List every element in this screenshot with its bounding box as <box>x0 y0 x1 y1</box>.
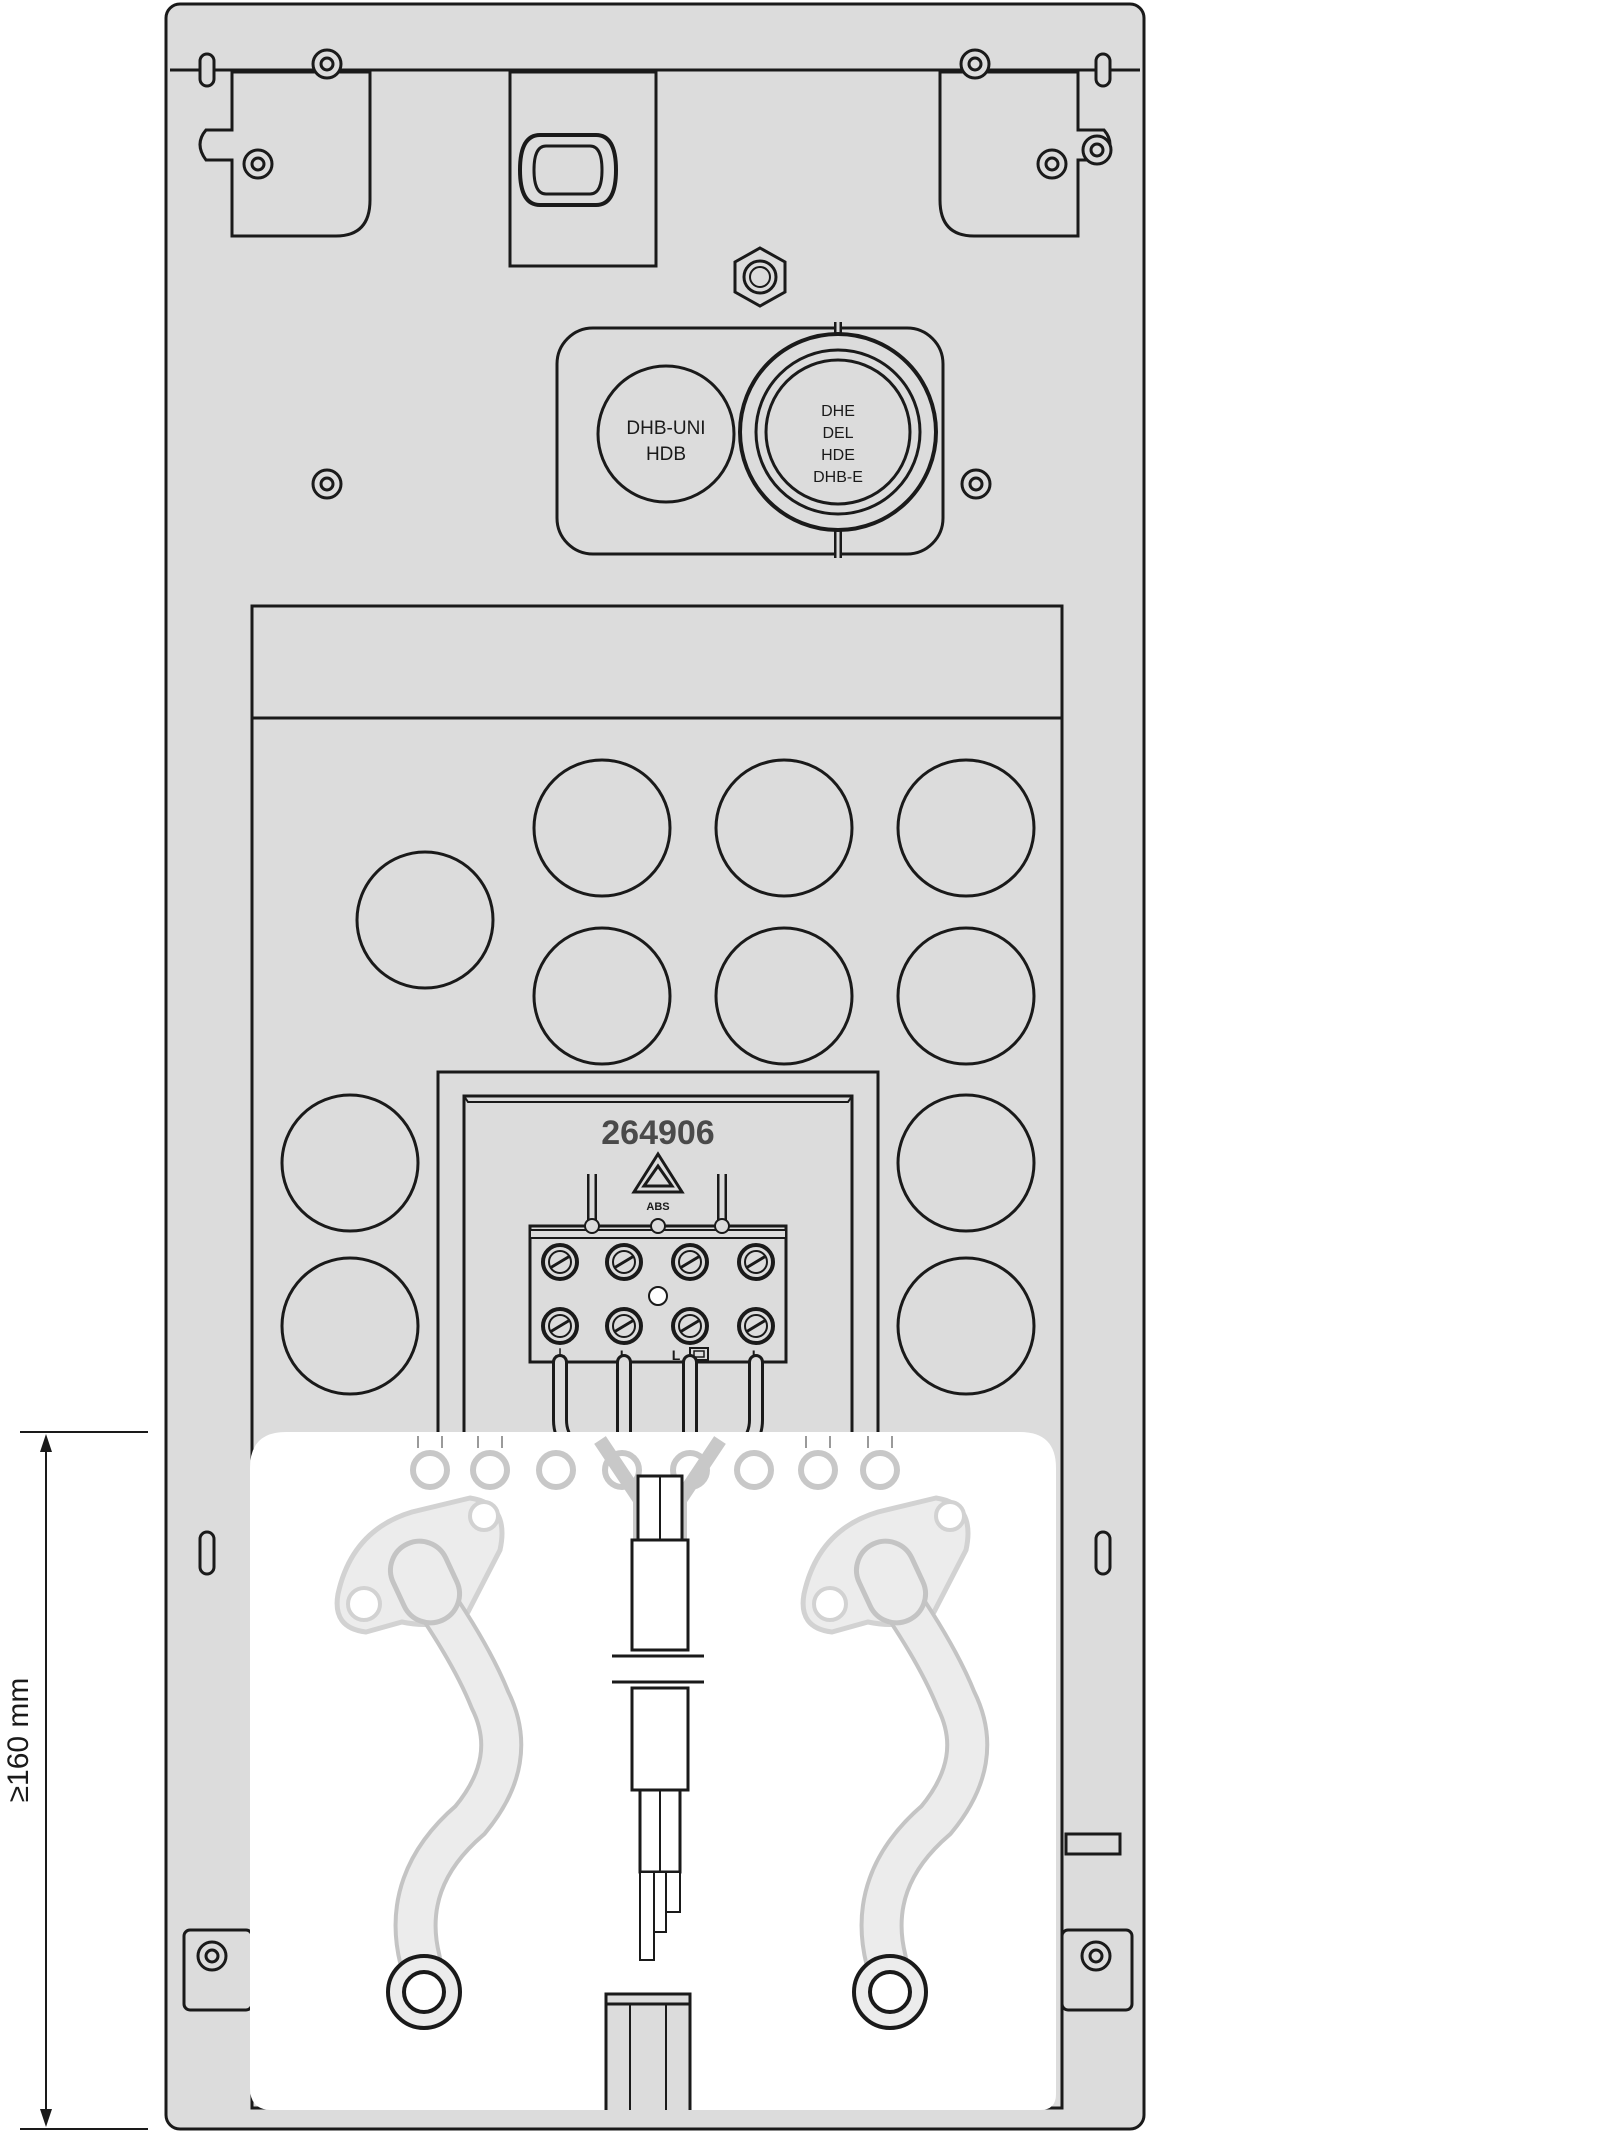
screw-hole-icon <box>960 468 992 500</box>
terminal-screw-icon <box>671 1243 709 1281</box>
knockout <box>355 850 495 990</box>
screw-hole-icon <box>242 148 274 180</box>
screw-hole-icon <box>1036 148 1068 180</box>
screw-hole-icon <box>311 48 343 80</box>
cable-cover-plate <box>250 604 1064 720</box>
screw-hole-icon <box>1081 134 1113 166</box>
screw-hole-icon <box>1080 1940 1112 1972</box>
water-connection-right <box>800 1495 990 2030</box>
terminal-screw-icon <box>737 1243 775 1281</box>
terminal-screw-icon <box>605 1243 643 1281</box>
hex-nut-icon <box>733 246 787 308</box>
knockout <box>714 926 854 1066</box>
knockout <box>896 758 1036 898</box>
outlet-port-b <box>764 358 912 506</box>
slot-icon <box>1094 1530 1112 1576</box>
screw-hole-icon <box>311 468 343 500</box>
terminal-screw-icon <box>671 1307 709 1345</box>
knockout <box>896 1093 1036 1233</box>
terminal-label-l2: L <box>672 1347 681 1363</box>
dimension-label: ≥160 mm <box>2 1678 35 1803</box>
bracket-tab <box>1064 1832 1122 1856</box>
outlet-label-a-line1: DHB-UNI <box>626 418 705 439</box>
outlet-port-a <box>596 364 736 504</box>
terminal-screws <box>541 1243 775 1345</box>
screw-hole-icon <box>959 48 991 80</box>
terminal-screw-icon <box>605 1307 643 1345</box>
dimension-indicator <box>20 1431 148 2130</box>
slot-icon <box>198 52 216 88</box>
slot-icon <box>1094 52 1112 88</box>
terminal-screw-icon <box>737 1307 775 1345</box>
slot-icon <box>198 1530 216 1576</box>
knockout-grid <box>280 758 1036 1396</box>
outlet-label-b-line1: DHE <box>821 403 855 420</box>
outlet-label-a-line2: HDB <box>646 444 686 465</box>
terminal-screw-icon <box>541 1307 579 1345</box>
mounting-bracket-left <box>198 70 372 238</box>
bottom-cable-channel <box>604 1992 692 2110</box>
knockout <box>714 758 854 898</box>
terminal-screw-icon <box>541 1243 579 1281</box>
knockout <box>280 1256 420 1396</box>
knockout <box>280 1093 420 1233</box>
water-connection-left <box>334 1495 524 2030</box>
knockout <box>532 758 672 898</box>
outlet-label-b-line4: DHB-E <box>813 469 863 486</box>
recycling-code: ABS <box>646 1201 669 1213</box>
knockout <box>896 1256 1036 1396</box>
recycling-icon <box>631 1151 685 1194</box>
knockout <box>532 926 672 1066</box>
mounting-bracket-right <box>938 70 1112 238</box>
oval-opening-icon <box>517 133 619 207</box>
outlet-label-b-line2: DEL <box>822 425 853 442</box>
part-number: 264906 <box>601 1114 714 1152</box>
cable-bundle <box>594 1436 726 1961</box>
outlet-label-b-line3: HDE <box>821 447 855 464</box>
screw-hole-icon <box>196 1940 228 1972</box>
knockout <box>896 926 1036 1066</box>
